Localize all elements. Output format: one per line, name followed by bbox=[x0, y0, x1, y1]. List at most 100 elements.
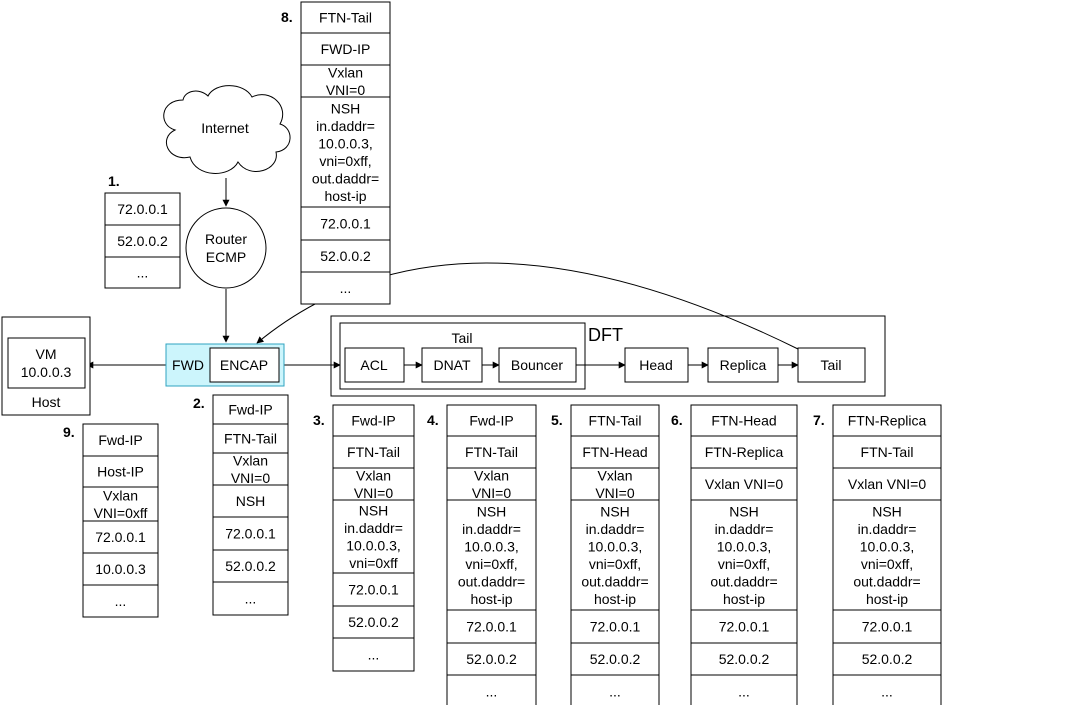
packet-header-label: ... bbox=[115, 593, 127, 609]
packet-header-cell bbox=[570, 499, 660, 611]
packet-header-label: Host-IP bbox=[97, 464, 144, 480]
packet-header-cell bbox=[82, 486, 159, 522]
packet-stack-number: 3. bbox=[313, 412, 325, 428]
packet-header-cell bbox=[300, 239, 391, 273]
packet-stack-number: 7. bbox=[813, 412, 825, 428]
packet-header-cell bbox=[446, 435, 537, 469]
packet-header-label: Fwd-IP bbox=[351, 413, 395, 429]
packet-header-cell bbox=[690, 467, 798, 501]
packet-header-label: FTN-Tail bbox=[347, 444, 400, 460]
packet-header-cell bbox=[82, 455, 159, 488]
tail-group-label: Tail bbox=[451, 330, 472, 346]
packet-header-label: 72.0.0.1 bbox=[117, 201, 168, 217]
packet-header-label: 10.0.0.3 bbox=[95, 561, 146, 577]
packet-header-cell bbox=[300, 206, 391, 241]
tail-node-box bbox=[797, 347, 866, 383]
packet-header-cell bbox=[104, 192, 181, 226]
dft-box bbox=[330, 315, 886, 397]
packet-stack-number: 1. bbox=[108, 173, 120, 189]
packet-header-cell bbox=[690, 642, 798, 676]
packet-header-cell bbox=[446, 467, 537, 501]
acl-node-box bbox=[344, 347, 405, 383]
packet-header-label: 52.0.0.2 bbox=[719, 651, 770, 667]
packet-header-cell bbox=[446, 499, 537, 611]
packet-header-label: 52.0.0.2 bbox=[862, 651, 913, 667]
packet-header-label: 72.0.0.1 bbox=[95, 529, 146, 545]
packet-header-cell bbox=[832, 674, 942, 705]
packet-header-cell bbox=[570, 609, 660, 644]
packet-header-cell bbox=[690, 435, 798, 469]
tail-node-label: Tail bbox=[820, 357, 841, 373]
replica-node-box bbox=[707, 347, 779, 383]
bouncer-node-label: Bouncer bbox=[511, 357, 563, 373]
packet-header-cell bbox=[300, 96, 391, 208]
packet-header-cell bbox=[570, 674, 660, 705]
packet-header-label: ... bbox=[738, 684, 750, 700]
packet-header-label: ... bbox=[486, 684, 498, 700]
packet-stack-number: 8. bbox=[281, 9, 293, 25]
packet-header-cell bbox=[104, 224, 181, 258]
packet-header-cell bbox=[832, 435, 942, 469]
packet-header-label: 72.0.0.1 bbox=[590, 619, 641, 635]
packet-header-cell bbox=[832, 499, 942, 611]
packet-header-label: ... bbox=[340, 280, 352, 296]
packet-header-cell bbox=[332, 467, 415, 501]
packet-header-label: 52.0.0.2 bbox=[466, 651, 517, 667]
packet-header-label: 72.0.0.1 bbox=[719, 619, 770, 635]
replica-node-label: Replica bbox=[720, 357, 767, 373]
packet-header-label: 72.0.0.1 bbox=[348, 582, 399, 598]
packet-header-cell bbox=[832, 609, 942, 644]
packet-header-label: 72.0.0.1 bbox=[466, 619, 517, 635]
packet-header-label: 72.0.0.1 bbox=[862, 619, 913, 635]
packet-header-label: FTN-Tail bbox=[224, 431, 277, 447]
packet-header-label: FTN-Replica bbox=[705, 444, 784, 460]
router-label-line2: ECMP bbox=[206, 249, 246, 265]
fwd-node: FWD ENCAP bbox=[165, 343, 285, 387]
encap-label: ENCAP bbox=[220, 357, 268, 373]
packet-header-label: 52.0.0.2 bbox=[590, 651, 641, 667]
packet-header-label: FTN-Replica bbox=[848, 413, 927, 429]
packet-header-label: Vxlan VNI=0 bbox=[705, 476, 783, 492]
dnat-node-box bbox=[421, 347, 483, 383]
packet-header-label: 52.0.0.2 bbox=[117, 233, 168, 249]
packet-header-cell bbox=[570, 404, 660, 437]
packet-header-cell bbox=[104, 256, 181, 289]
packet-header-label: FTN-Tail bbox=[861, 444, 914, 460]
packet-header-cell bbox=[690, 499, 798, 611]
packet-header-cell bbox=[570, 642, 660, 676]
bouncer-node-box bbox=[498, 347, 577, 383]
acl-node-label: ACL bbox=[360, 357, 387, 373]
packet-header-cell bbox=[832, 404, 942, 437]
packet-header-label: NSH bbox=[236, 493, 266, 509]
packet-header-cell bbox=[446, 674, 537, 705]
packet-header-cell bbox=[212, 423, 289, 454]
packet-header-cell bbox=[212, 516, 289, 551]
packet-header-label: 52.0.0.2 bbox=[320, 248, 371, 264]
packet-header-cell bbox=[570, 467, 660, 501]
packet-header-label: Vxlan VNI=0 bbox=[848, 476, 926, 492]
packet-header-label: ... bbox=[609, 684, 621, 700]
packet-header-label: 72.0.0.1 bbox=[225, 526, 276, 542]
head-node-box bbox=[624, 347, 689, 383]
packet-header-cell bbox=[332, 572, 415, 607]
dft-title: DFT bbox=[588, 325, 623, 345]
packet-stack-number: 6. bbox=[671, 412, 683, 428]
internet-cloud: Internet bbox=[163, 85, 291, 174]
packet-stack-1: 1.72.0.0.152.0.0.2... bbox=[104, 173, 181, 289]
packet-stack-number: 4. bbox=[427, 412, 439, 428]
packet-header-label: FTN-Tail bbox=[589, 413, 642, 429]
packet-header-label: Fwd-IP bbox=[228, 402, 272, 418]
